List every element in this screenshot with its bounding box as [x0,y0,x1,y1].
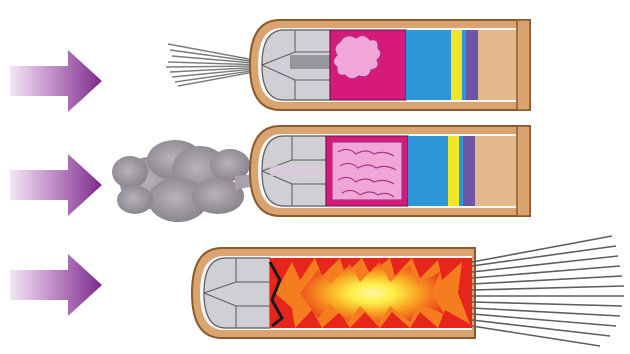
purple-band [466,30,478,100]
spray-lines-icon [472,236,624,346]
tube [250,20,530,110]
stage-2 [10,126,530,222]
yellow-band [448,136,459,206]
yellow-band [451,30,462,100]
arrow-icon [10,154,102,216]
blue-block [406,30,451,100]
purple-band [463,136,475,206]
blue-block [408,136,448,206]
cap [204,258,270,328]
tube [250,126,530,216]
arrow-icon [10,50,102,112]
stage-3 [10,236,624,346]
arrow-icon [10,254,102,316]
tube [192,248,475,338]
stage-1 [10,20,530,112]
